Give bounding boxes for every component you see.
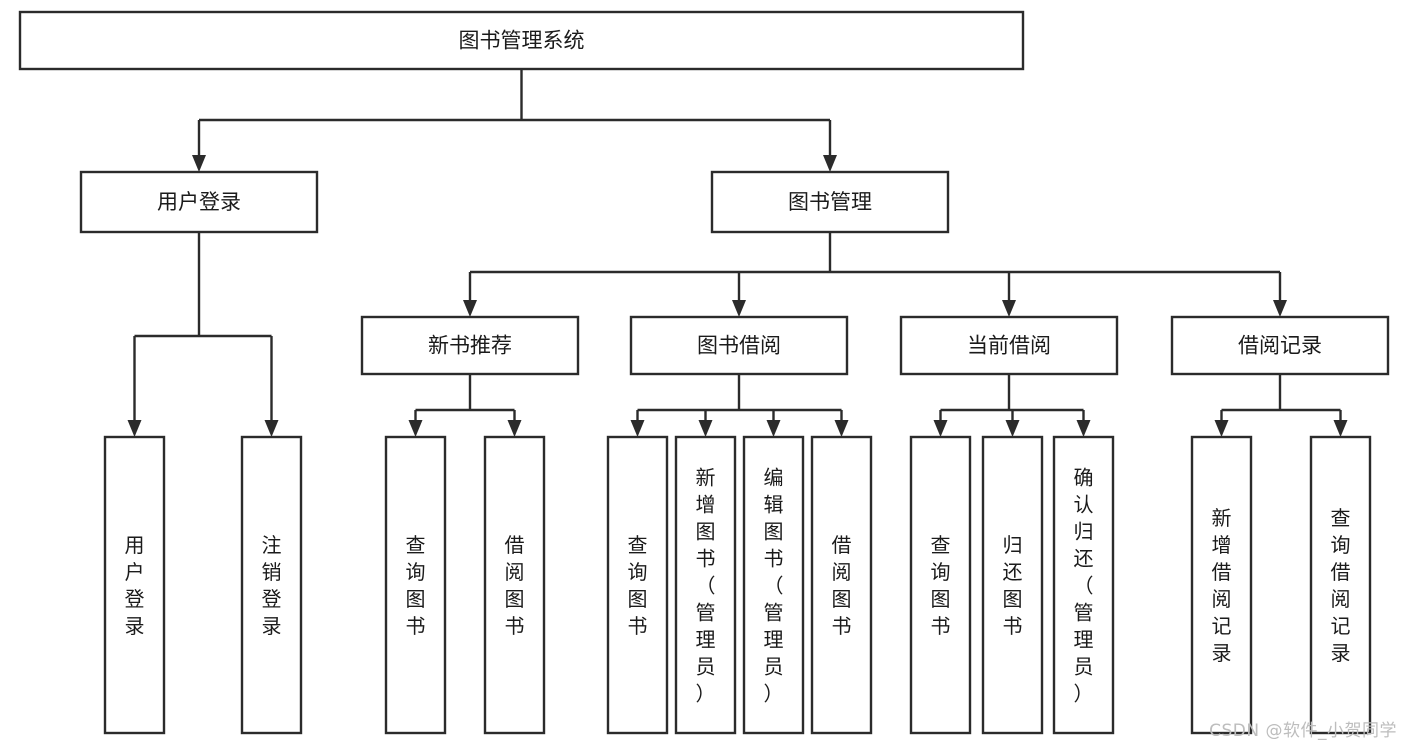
node-label-leaf-c-return: 归还图书 (1003, 533, 1023, 638)
node-leaf-b-edit[interactable]: 编辑图书（管理员） (742, 435, 805, 735)
node-box-leaf-b-borrow[interactable] (810, 435, 873, 735)
node-box-leaf-new-borrow[interactable] (483, 435, 546, 735)
node-box-leaf-c-return[interactable] (981, 435, 1044, 735)
edge-group-root (192, 69, 837, 172)
node-label-leaf-new-query: 查询图书 (406, 533, 426, 638)
node-record[interactable]: 借阅记录 (1170, 315, 1390, 376)
nodes-layer: 图书管理系统用户登录图书管理新书推荐图书借阅当前借阅借阅记录用户登录注销登录查询… (18, 10, 1390, 735)
node-leaf-c-query[interactable]: 查询图书 (909, 435, 972, 735)
edge-group-borrow (630, 374, 849, 437)
node-box-leaf-b-edit[interactable] (742, 435, 805, 735)
node-leaf-c-confirm[interactable]: 确认归还（管理员） (1052, 435, 1115, 735)
node-label-root: 图书管理系统 (459, 29, 585, 53)
node-leaf-new-query[interactable]: 查询图书 (384, 435, 447, 735)
node-leaf-user-login[interactable]: 用户登录 (103, 435, 166, 735)
node-box-bookmgmt[interactable] (710, 170, 950, 234)
node-leaf-r-add[interactable]: 新增借阅记录 (1190, 435, 1253, 735)
edge-group-login (127, 232, 279, 437)
edge-group-bookmgmt (463, 232, 1287, 317)
node-label-leaf-new-borrow: 借阅图书 (505, 533, 525, 638)
node-root[interactable]: 图书管理系统 (18, 10, 1025, 71)
node-label-leaf-r-query: 查询借阅记录 (1331, 506, 1351, 665)
node-label-borrow: 图书借阅 (697, 334, 781, 358)
node-label-bookmgmt: 图书管理 (788, 190, 872, 214)
node-box-leaf-r-query[interactable] (1309, 435, 1372, 735)
node-box-login[interactable] (79, 170, 319, 234)
node-box-newbook[interactable] (360, 315, 580, 376)
node-box-root[interactable] (18, 10, 1025, 71)
node-label-current: 当前借阅 (967, 334, 1051, 358)
node-box-leaf-b-query[interactable] (606, 435, 669, 735)
node-box-leaf-r-add[interactable] (1190, 435, 1253, 735)
node-box-leaf-new-query[interactable] (384, 435, 447, 735)
node-current[interactable]: 当前借阅 (899, 315, 1119, 376)
node-box-leaf-c-query[interactable] (909, 435, 972, 735)
node-leaf-b-add[interactable]: 新增图书（管理员） (674, 435, 737, 735)
node-leaf-c-return[interactable]: 归还图书 (981, 435, 1044, 735)
node-borrow[interactable]: 图书借阅 (629, 315, 849, 376)
node-label-leaf-user-logout: 注销登录 (262, 533, 282, 638)
node-box-leaf-b-add[interactable] (674, 435, 737, 735)
edge-group-current (933, 374, 1091, 437)
node-box-borrow[interactable] (629, 315, 849, 376)
node-label-record: 借阅记录 (1238, 334, 1322, 358)
edge-group-record (1214, 374, 1348, 437)
node-leaf-b-borrow[interactable]: 借阅图书 (810, 435, 873, 735)
node-login[interactable]: 用户登录 (79, 170, 319, 234)
node-box-record[interactable] (1170, 315, 1390, 376)
edges-layer (127, 69, 1348, 437)
node-newbook[interactable]: 新书推荐 (360, 315, 580, 376)
node-leaf-user-logout[interactable]: 注销登录 (240, 435, 303, 735)
node-label-leaf-b-add: 新增图书（管理员） (696, 466, 716, 706)
node-leaf-b-query[interactable]: 查询图书 (606, 435, 669, 735)
node-label-login: 用户登录 (157, 190, 241, 214)
node-leaf-new-borrow[interactable]: 借阅图书 (483, 435, 546, 735)
node-box-leaf-c-confirm[interactable] (1052, 435, 1115, 735)
edge-group-newbook (408, 374, 522, 437)
node-label-leaf-user-login: 用户登录 (125, 533, 145, 638)
node-box-current[interactable] (899, 315, 1119, 376)
node-label-leaf-b-edit: 编辑图书（管理员） (764, 466, 784, 706)
node-leaf-r-query[interactable]: 查询借阅记录 (1309, 435, 1372, 735)
node-label-leaf-b-borrow: 借阅图书 (832, 533, 852, 638)
node-label-leaf-c-confirm: 确认归还（管理员） (1074, 466, 1094, 706)
node-label-leaf-c-query: 查询图书 (931, 533, 951, 638)
node-box-leaf-user-login[interactable] (103, 435, 166, 735)
node-label-leaf-b-query: 查询图书 (628, 533, 648, 638)
node-box-leaf-user-logout[interactable] (240, 435, 303, 735)
node-bookmgmt[interactable]: 图书管理 (710, 170, 950, 234)
node-label-newbook: 新书推荐 (428, 334, 512, 358)
node-label-leaf-r-add: 新增借阅记录 (1212, 506, 1232, 665)
